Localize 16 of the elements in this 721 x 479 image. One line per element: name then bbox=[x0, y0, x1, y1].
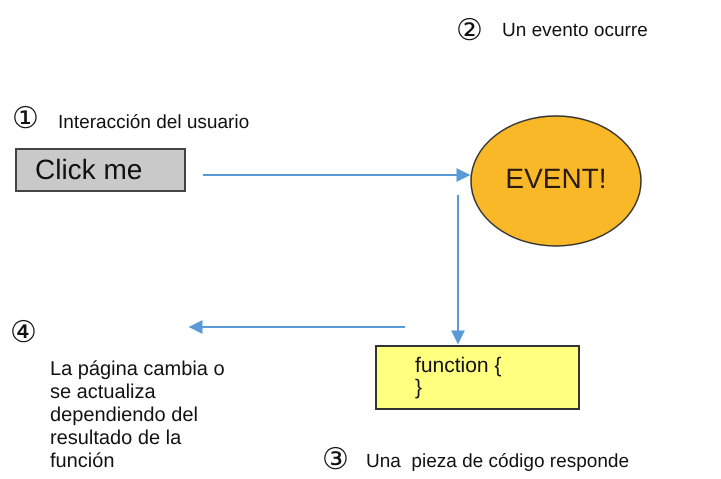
code-text: } bbox=[415, 377, 422, 399]
step-caption: Un evento ocurre bbox=[502, 20, 648, 42]
step-number: ④ bbox=[10, 318, 37, 348]
result-text: La página cambia o se actualiza dependiendo del resultado de la función bbox=[50, 358, 226, 473]
code-text: function { bbox=[415, 355, 502, 377]
arrow bbox=[203, 168, 470, 182]
step-number: ③ bbox=[322, 445, 349, 475]
step-caption: Una pieza de código responde bbox=[366, 451, 630, 473]
step-number: ① bbox=[12, 104, 39, 134]
step-number: ② bbox=[456, 16, 483, 46]
arrow bbox=[451, 195, 465, 344]
step-caption: Interacción del usuario bbox=[58, 112, 250, 134]
event-label: EVENT! bbox=[504, 163, 608, 195]
code-box bbox=[375, 345, 580, 410]
arrow bbox=[188, 320, 405, 334]
button: Click me bbox=[15, 148, 186, 192]
